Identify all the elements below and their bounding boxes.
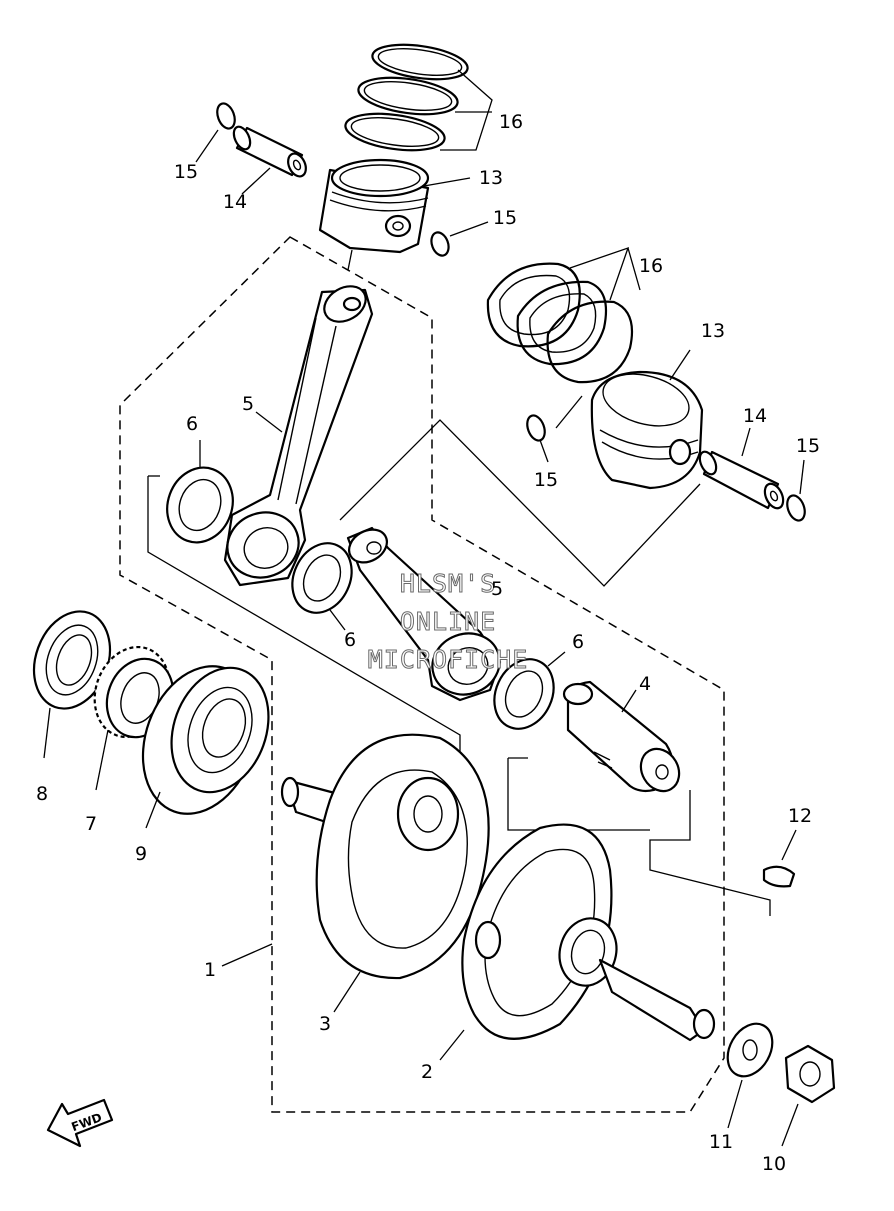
callout-13-upper: 13 bbox=[479, 167, 503, 189]
callout-15-lower-left: 15 bbox=[534, 469, 558, 491]
watermark: HLSM'S ONLINE MICROFICHE bbox=[367, 569, 529, 675]
callout-4: 4 bbox=[639, 673, 651, 695]
thrust-washer-left bbox=[166, 440, 234, 544]
callout-14-lower: 14 bbox=[743, 405, 767, 427]
callout-12: 12 bbox=[788, 805, 812, 827]
thrust-washer-right bbox=[493, 651, 566, 730]
assembly-lead bbox=[221, 943, 273, 967]
callout-7: 7 bbox=[85, 813, 97, 835]
callout-labels: 16 13 15 14 15 16 13 5 6 14 15 15 5 6 6 … bbox=[36, 111, 820, 1175]
assembly-boundary bbox=[119, 236, 725, 1113]
crank-web-right bbox=[439, 823, 716, 1061]
piston-lower bbox=[590, 349, 704, 490]
watermark-line-2: ONLINE bbox=[400, 607, 496, 636]
callout-10: 10 bbox=[762, 1153, 786, 1175]
callout-5-upper: 5 bbox=[242, 393, 254, 415]
callout-8: 8 bbox=[36, 783, 48, 805]
piston-pin-upper bbox=[232, 125, 307, 195]
piston-pin-lower bbox=[698, 427, 785, 510]
callout-15-upper-left: 15 bbox=[174, 161, 198, 183]
callout-5-lower: 5 bbox=[491, 578, 503, 600]
plain-washer bbox=[726, 1022, 774, 1129]
callout-13-lower: 13 bbox=[701, 320, 725, 342]
circlip-upper-right bbox=[430, 221, 489, 257]
circlip-lower-left bbox=[526, 395, 583, 463]
watermark-line-3: MICROFICHE bbox=[368, 645, 529, 674]
callout-6-right: 6 bbox=[572, 631, 584, 653]
callout-15-lower-right: 15 bbox=[796, 435, 820, 457]
callout-9: 9 bbox=[135, 843, 147, 865]
callout-16-lower: 16 bbox=[639, 255, 663, 277]
callout-16-upper: 16 bbox=[499, 111, 523, 133]
callout-1: 1 bbox=[204, 959, 216, 981]
callout-15-upper-right: 15 bbox=[493, 207, 517, 229]
watermark-line-1: HLSM'S bbox=[400, 569, 496, 598]
connecting-rod-upper bbox=[223, 249, 374, 587]
callout-14-upper: 14 bbox=[223, 191, 247, 213]
callout-6-mid: 6 bbox=[344, 629, 356, 651]
callout-6-left: 6 bbox=[186, 413, 198, 435]
crank-web-left bbox=[280, 733, 490, 1013]
main-bearing bbox=[141, 665, 270, 829]
piston-rings-lower bbox=[486, 246, 641, 384]
piston-rings-upper bbox=[344, 43, 493, 152]
circlip-upper-left bbox=[195, 102, 236, 163]
piston-upper bbox=[318, 158, 471, 254]
fwd-arrow-icon: FWD bbox=[46, 1098, 114, 1148]
thrust-washer-mid bbox=[291, 542, 353, 631]
woodruff-key bbox=[762, 829, 797, 888]
callout-11: 11 bbox=[709, 1131, 733, 1153]
oil-seal bbox=[32, 610, 112, 759]
crankshaft-nut bbox=[781, 1044, 836, 1147]
crank-pin bbox=[562, 680, 681, 793]
circlip-lower-right bbox=[786, 459, 806, 522]
callout-2: 2 bbox=[421, 1061, 433, 1083]
callout-3: 3 bbox=[319, 1013, 331, 1035]
connecting-rod-lower bbox=[346, 526, 502, 702]
